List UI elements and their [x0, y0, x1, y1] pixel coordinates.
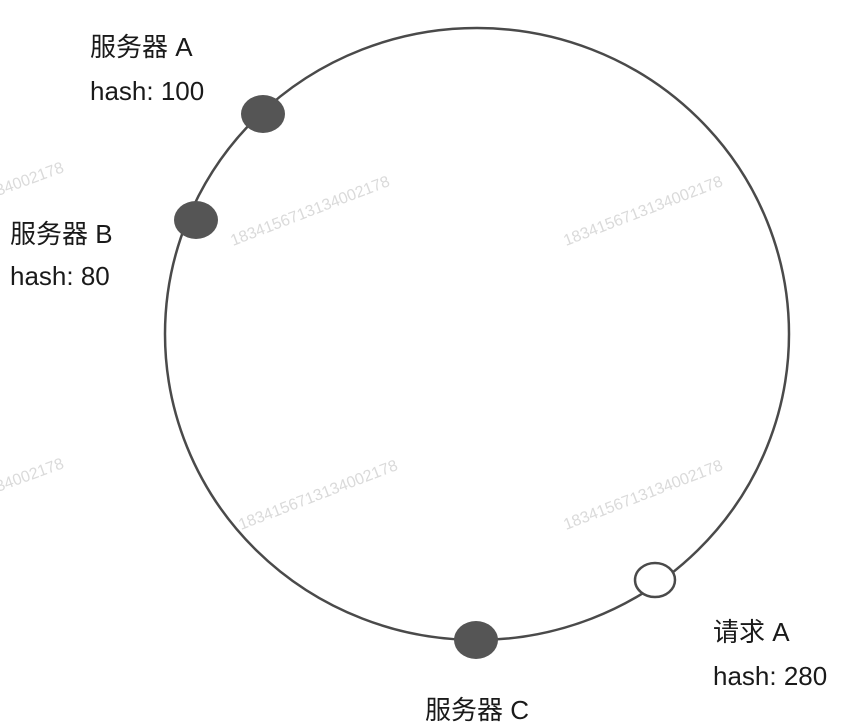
server-a-label: 服务器 A	[90, 32, 193, 62]
watermark-text: 1834156713134002178	[561, 173, 725, 249]
server-c-node	[454, 621, 498, 659]
watermark-text: 34002178	[0, 159, 66, 199]
watermark-text: 1834156713134002178	[228, 173, 392, 249]
request-a-node	[633, 561, 677, 599]
watermark-text: 1834156713134002178	[236, 457, 400, 533]
watermark-text: 34002178	[0, 455, 66, 495]
server-b-hash: hash: 80	[10, 261, 110, 291]
server-b-node	[174, 201, 218, 239]
watermark-text: 1834156713134002178	[561, 457, 725, 533]
server-c-label: 服务器 C	[425, 695, 529, 725]
request-a-label: 请求 A	[713, 617, 790, 647]
server-a-hash: hash: 100	[90, 76, 204, 106]
request-a-hash: hash: 280	[713, 661, 827, 691]
server-a-node	[241, 95, 285, 133]
server-b-label: 服务器 B	[10, 219, 113, 249]
watermark-layer: 34002178 1834156713134002178 18341567131…	[0, 159, 725, 533]
